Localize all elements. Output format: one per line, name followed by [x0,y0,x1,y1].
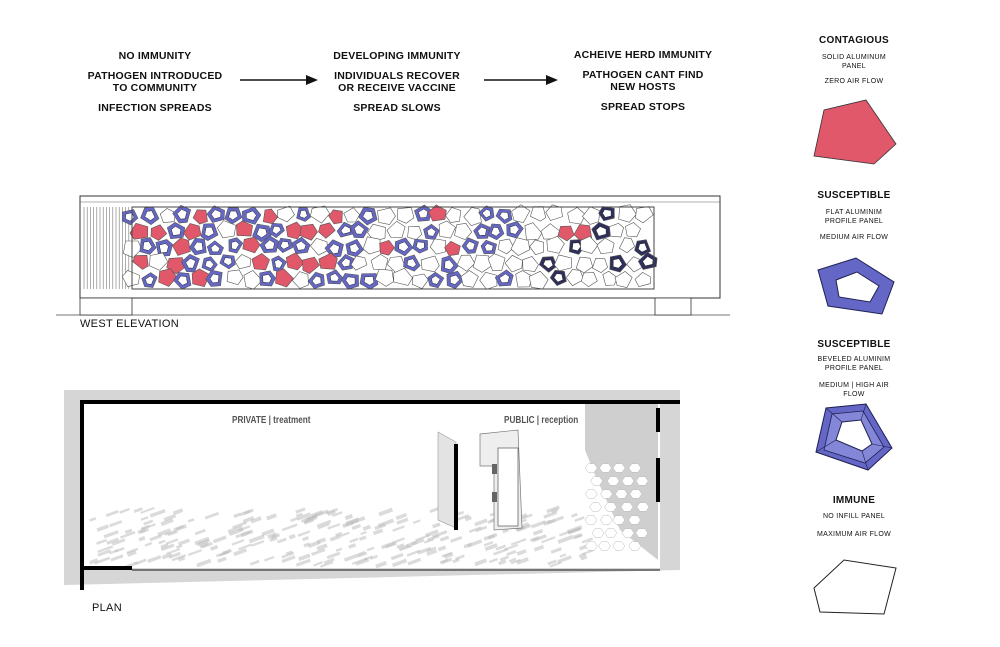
legend-airflow: MEDIUM AIR FLOW [819,234,889,241]
public-zone-label: PUBLIC | reception [504,415,579,426]
legend-title-immune: IMMUNE [832,495,876,506]
susceptible-beveled-panel-icon [815,403,893,471]
private-zone-label: PRIVATE | treatment [232,415,311,426]
stage-heading: NO IMMUNITY [118,50,192,62]
susceptible-flat-panel-icon [817,257,895,315]
arrow-icon [240,75,318,85]
legend-title-susceptible-flat: SUSCEPTIBLE [817,190,891,201]
elevation-caption: WEST ELEVATION [80,318,179,330]
stage-detail: INDIVIDUALS RECOVER OR RECEIVE VACCINE [334,70,460,94]
immune-panel-icon [813,559,897,615]
stage-herd-immunity: ACHEIVE HERD IMMUNITY PATHOGEN CANT FIND… [568,49,718,121]
legend-title-susceptible-beveled: SUSCEPTIBLE [817,339,891,350]
stage-outcome: SPREAD SLOWS [353,102,441,114]
stage-developing-immunity: DEVELOPING IMMUNITY INDIVIDUALS RECOVER … [322,50,472,122]
plan-caption: PLAN [92,602,122,614]
legend-airflow: ZERO AIR FLOW [824,78,884,85]
stage-detail: PATHOGEN INTRODUCED TO COMMUNITY [87,70,223,94]
stage-heading: ACHEIVE HERD IMMUNITY [573,49,713,61]
stage-no-immunity: NO IMMUNITY PATHOGEN INTRODUCED TO COMMU… [80,50,230,122]
legend-material: FLAT ALUMINIM PROFILE PANEL [824,209,884,225]
stage-outcome: SPREAD STOPS [600,101,686,113]
legend-material: NO INFILL PANEL [822,513,886,520]
legend-airflow: MEDIUM | HIGH AIR FLOW [819,382,889,398]
legend-material: SOLID ALUMINUM PANEL [821,54,887,70]
legend-material: BEVELED ALUMINIM PROFILE PANEL [817,356,891,372]
stage-heading: DEVELOPING IMMUNITY [333,50,461,62]
legend-title-contagious: CONTAGIOUS [818,35,890,46]
stage-detail: PATHOGEN CANT FIND NEW HOSTS [582,69,704,93]
arrow-icon [484,75,558,85]
contagious-panel-icon [813,99,897,165]
floor-plan-drawing [64,390,680,590]
legend-airflow: MAXIMUM AIR FLOW [816,531,892,538]
stage-outcome: INFECTION SPREADS [98,102,212,114]
west-elevation-drawing [56,195,730,316]
